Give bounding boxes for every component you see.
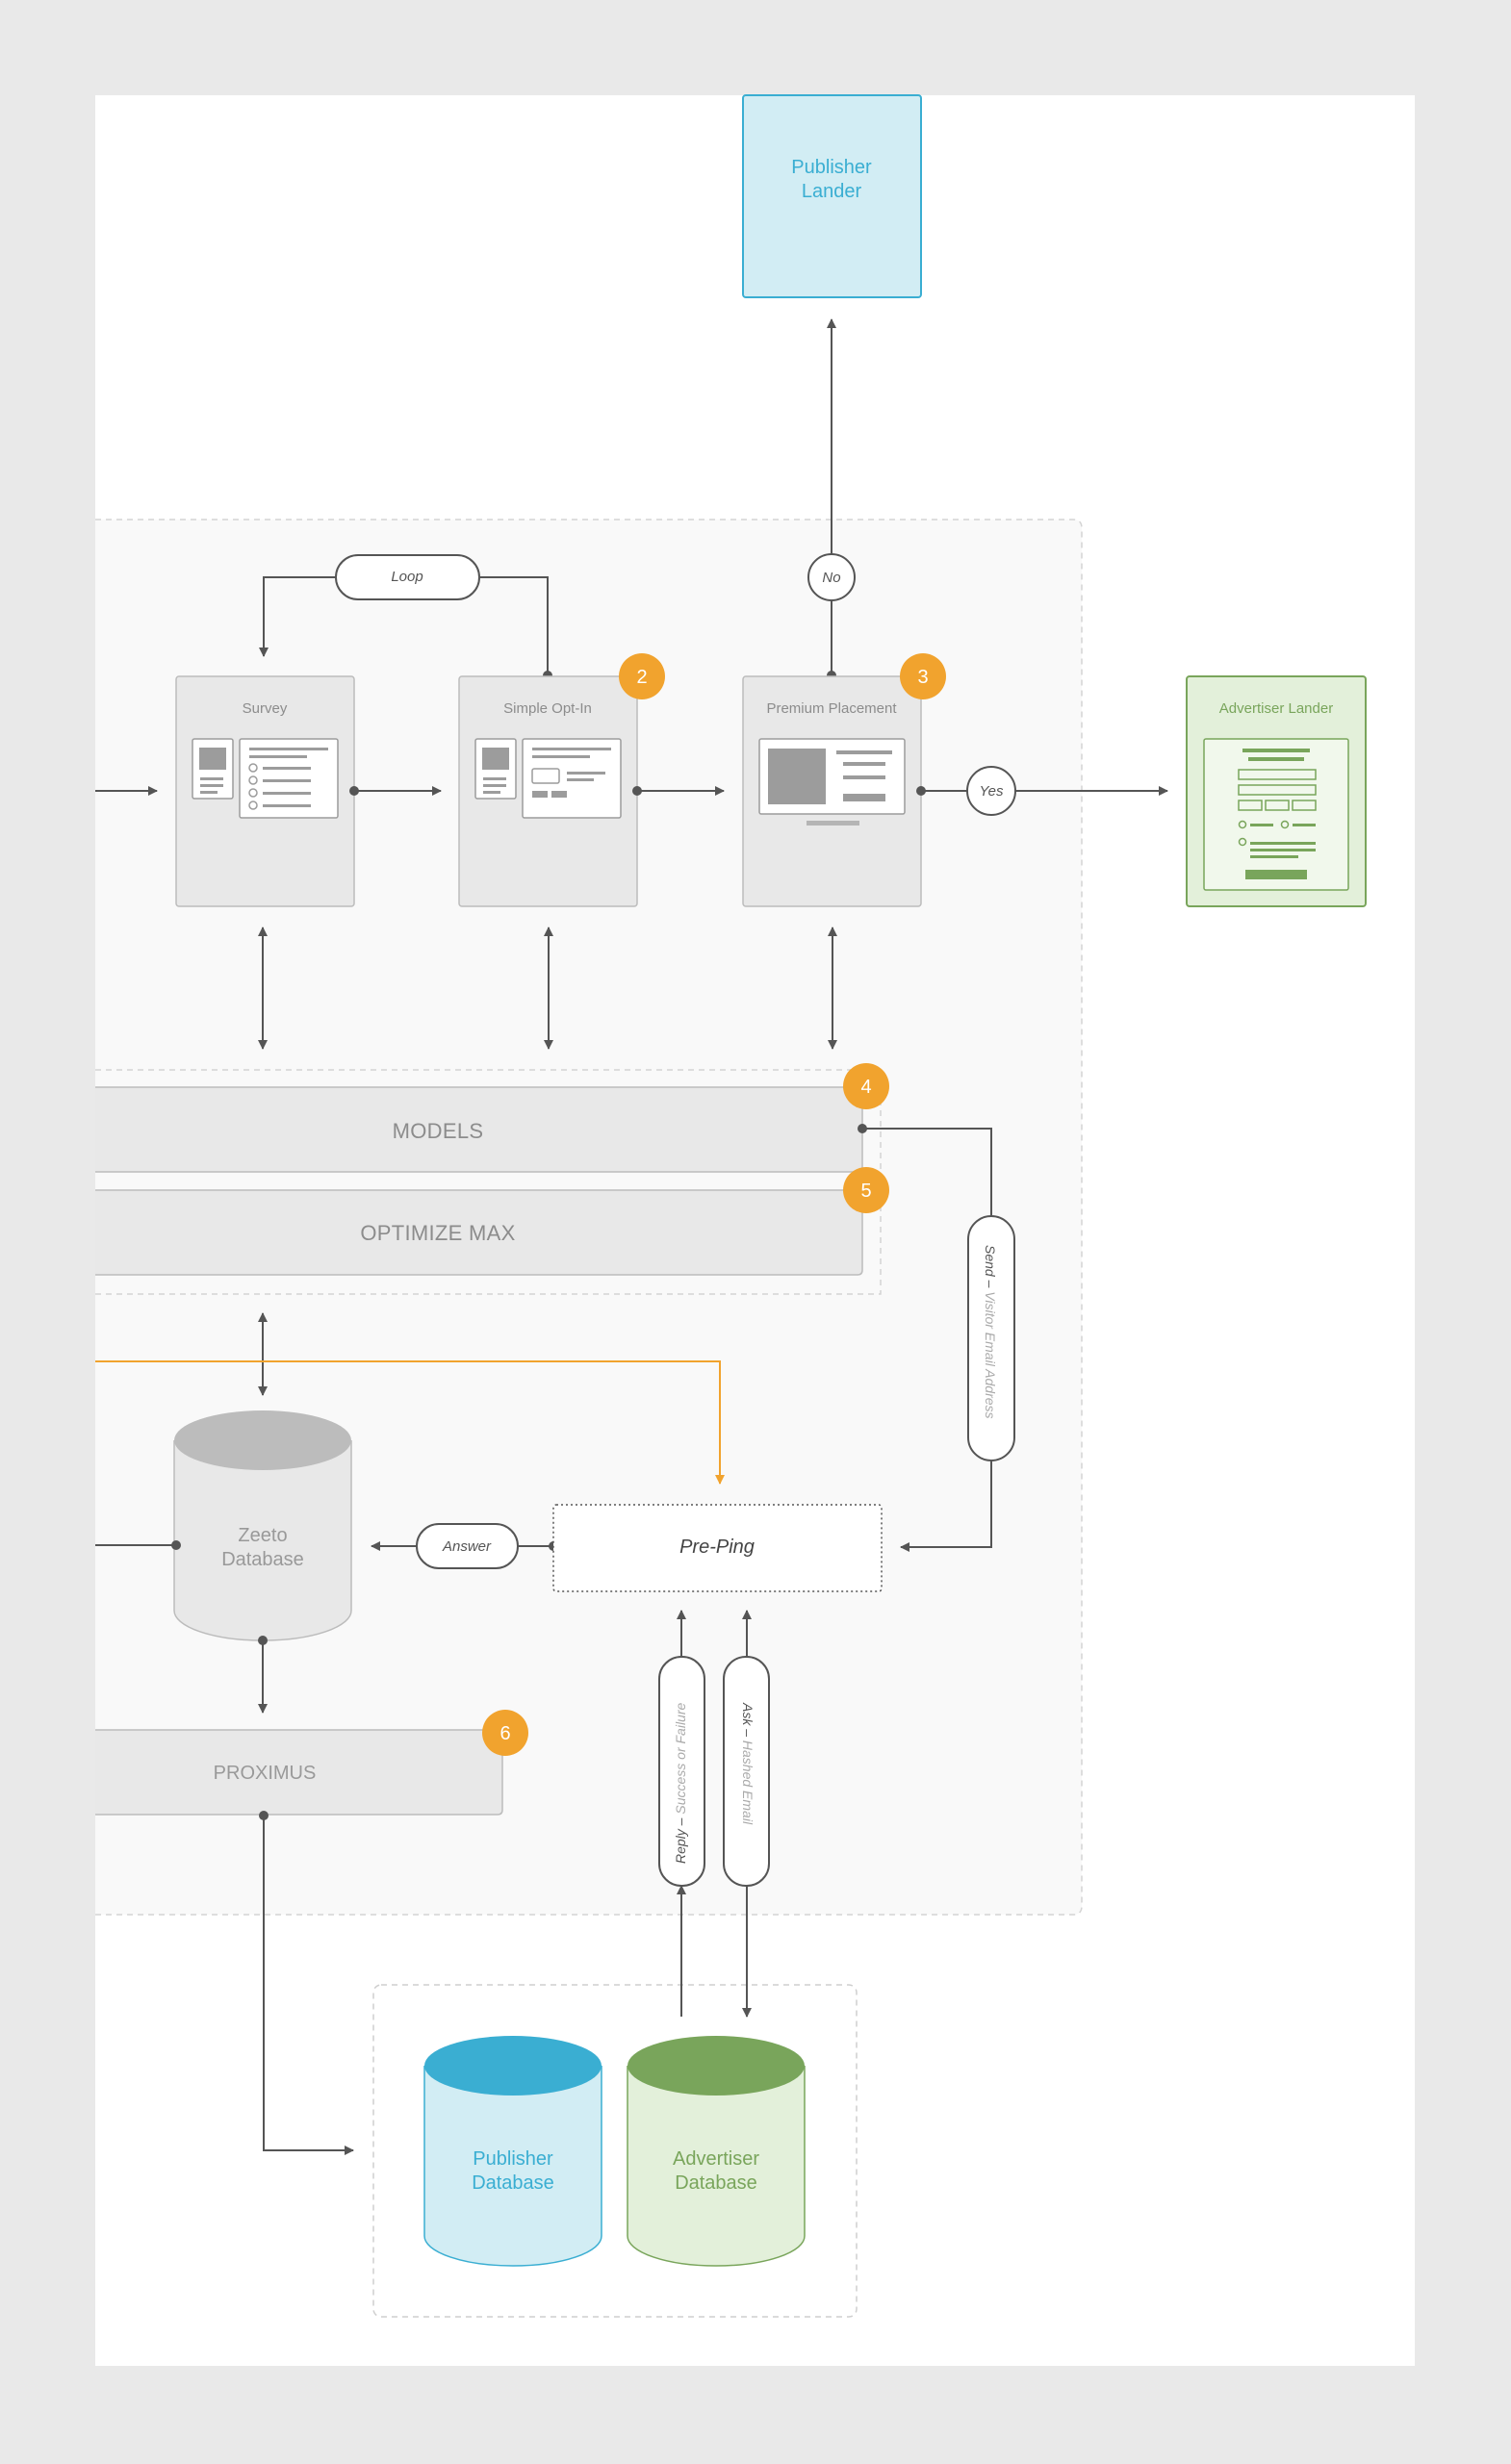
zeeto-db-line2: Database [221,1549,304,1570]
badge-5-label: 5 [860,1181,871,1202]
zeeto-database [173,1410,352,1641]
publisher-db-line1: Publisher [473,2148,553,2170]
optimize-max-label: OPTIMIZE MAX [360,1221,515,1245]
ask-pill-sub: Hashed Email [740,1737,756,1825]
preping-box [552,1504,883,1592]
survey-thumbnail [192,738,234,800]
badge-6-label: 6 [499,1723,510,1744]
loop-connector [264,576,549,675]
advertiser-db-line2: Database [675,2172,757,2194]
optin-out-dot [632,786,642,796]
send-pill-text: Send – Visitor Email Address [983,1245,998,1419]
simple-optin-page: Simple Opt-In [458,675,638,907]
send-pill-strong: Send – [983,1245,998,1288]
survey-form-thumbnail [239,738,339,819]
badge-3-label: 3 [917,667,928,688]
optin-form-thumbnail [522,738,622,819]
ask-pill-strong: Ask – [740,1702,756,1737]
publisher-lander-line2: Lander [802,181,862,202]
ask-pill-text: Ask – Hashed Email [740,1702,756,1825]
advertiser-lander-title: Advertiser Lander [1219,700,1333,717]
yes-circle [966,766,1016,816]
no-circle [807,553,856,601]
badge-4-label: 4 [860,1077,871,1098]
proximus-db-link [263,1816,354,2155]
badge-6: 6 [482,1710,528,1756]
badge-3: 3 [900,653,946,699]
no-label: No [822,570,840,586]
reply-pill-text: Reply – Success or Failure [673,1702,688,1864]
premium-out-dot [916,786,926,796]
publisher-db-line2: Database [472,2172,554,2194]
simple-optin-title: Simple Opt-In [503,700,592,717]
publisher-database [423,2036,602,2267]
advertiser-db-line1: Advertiser [673,2148,759,2170]
optin-thumbnail [474,738,517,800]
premium-thumbnail [758,738,906,826]
send-pill-sub: Visitor Email Address [983,1287,998,1418]
reply-pill-sub: Success or Failure [673,1702,688,1817]
zeeto-left-dot [171,1540,181,1550]
ask-pill [723,1656,770,1887]
zeeto-db-line1: Zeeto [238,1525,287,1546]
models-out-dot [858,1124,867,1133]
premium-placement-title: Premium Placement [766,700,897,717]
loop-pill [335,554,480,600]
survey-page: Survey [175,675,355,907]
badge-4: 4 [843,1063,889,1109]
yes-label: Yes [979,783,1004,800]
survey-title: Survey [243,700,288,717]
advertiser-lander-box: Advertiser Lander [1186,675,1367,907]
preping-label: Pre-Ping [679,1537,755,1558]
models-region-frame [95,1069,882,1295]
reply-pill-strong: Reply – [673,1817,688,1864]
badge-5: 5 [843,1167,889,1213]
database-region-frame [372,1984,858,2318]
send-connector [862,1128,992,1547]
proximus-label: PROXIMUS [214,1763,317,1784]
premium-placement-page: Premium Placement [742,675,922,907]
reply-pill [658,1656,705,1887]
orange-connector [95,1360,725,1485]
survey-out-dot [349,786,359,796]
proximus-bottom-dot [259,1811,269,1820]
answer-label: Answer [442,1538,492,1555]
loop-label: Loop [391,569,423,585]
publisher-lander-box [742,94,922,298]
zeeto-bottom-dot [258,1636,268,1645]
send-pill [967,1215,1015,1461]
badge-2: 2 [619,653,665,699]
advertiser-form-thumbnail [1203,738,1349,891]
badge-2-label: 2 [636,667,647,688]
answer-pill [416,1523,519,1569]
models-label: MODELS [393,1119,484,1143]
advertiser-database [627,2036,806,2267]
publisher-lander-line1: Publisher [791,157,872,178]
